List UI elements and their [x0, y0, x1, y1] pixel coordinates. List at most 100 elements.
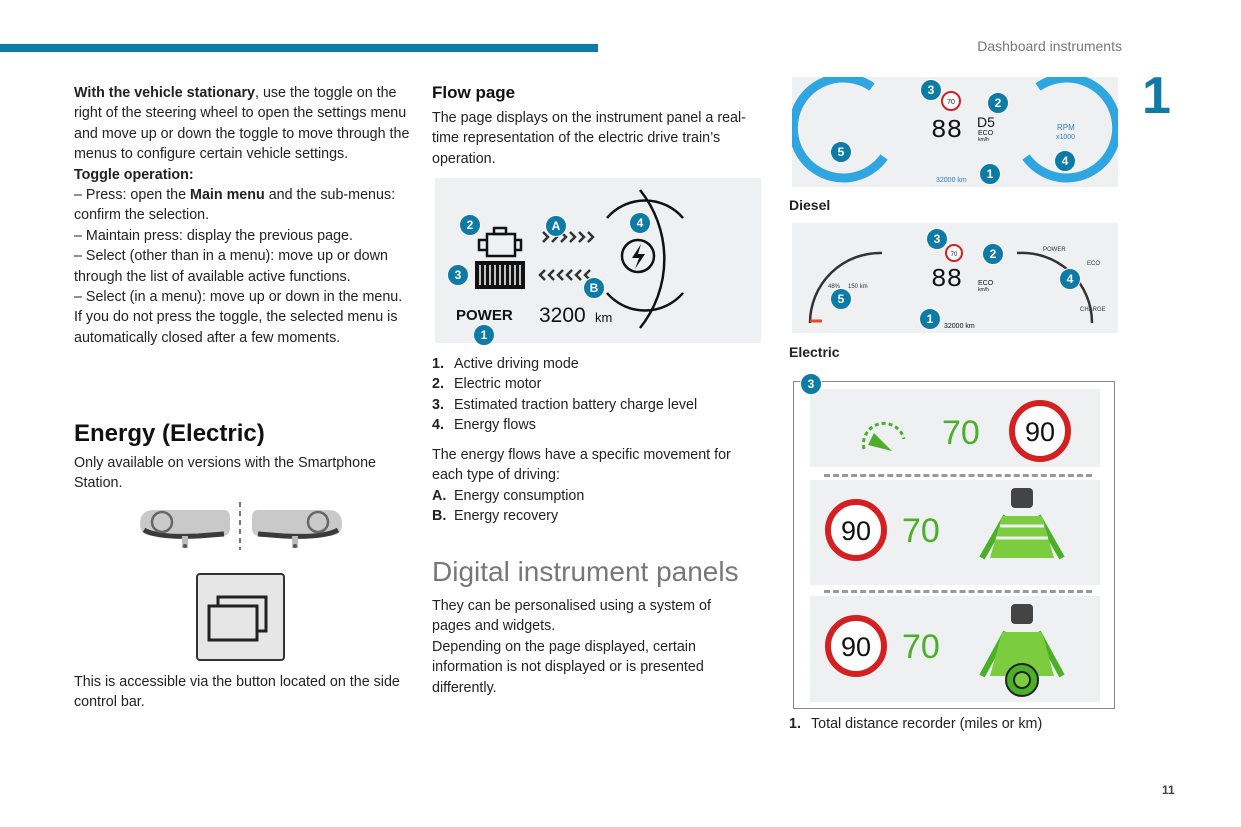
electric-eco-label: ECO — [978, 280, 994, 287]
widget-3-limit: 90 — [841, 632, 871, 662]
widgets-frame: 70 90 90 70 90 70 — [793, 373, 1115, 709]
widget-1-speed: 70 — [942, 414, 980, 452]
bullet-select-menu: – Select (in a menu): move up or down in… — [74, 289, 403, 306]
recovery-arrows-icon — [538, 269, 591, 281]
widget-lane-assist: 90 70 — [810, 480, 1100, 585]
bullet-press: – Press: open the Main menu and the sub-… — [74, 185, 414, 226]
rpm-unit: x1000 — [1056, 134, 1075, 141]
car-icon — [1011, 604, 1033, 624]
flow-diagram: POWER 3200 km 2 3 1 A B 4 — [435, 178, 761, 346]
digital-heading: Digital instrument panels — [432, 556, 739, 587]
callout-1: 1 — [979, 163, 1001, 185]
widget-1-limit: 90 — [1025, 417, 1055, 447]
toggle-title: Toggle operation: — [74, 165, 414, 185]
callout-3: 3 — [447, 264, 469, 286]
list-item: 1.Active driving mode — [432, 356, 579, 372]
callout-a: A — [545, 215, 567, 237]
callout-5: 5 — [830, 288, 852, 310]
page-number: 11 — [1162, 783, 1175, 797]
callout-2: 2 — [982, 243, 1004, 265]
diesel-kmh-label: km/h — [978, 137, 989, 143]
widget-2-speed: 70 — [902, 512, 940, 550]
widget-3-graphic: 90 70 — [825, 604, 1065, 697]
diesel-panel-graphic: 88 D5 ECO km/h 70 RPM x1000 32000 km — [788, 73, 1122, 184]
callout-3: 3 — [800, 373, 822, 395]
toggle-title-text: Toggle operation: — [74, 166, 194, 183]
accessible-text: This is accessible via the button locate… — [74, 674, 400, 711]
callout-4: 4 — [1054, 150, 1076, 172]
diesel-eco-label: ECO — [978, 130, 994, 137]
electric-motor-icon — [477, 226, 523, 258]
energy-heading: Energy (Electric) — [74, 420, 265, 447]
list-item: B.Energy recovery — [432, 508, 559, 525]
diesel-limit: 70 — [947, 99, 955, 106]
bullet-select-other: – Select (other than in a menu): move up… — [74, 248, 388, 285]
movement-paragraph: The energy flows have a specific movemen… — [432, 447, 731, 484]
callout-1: 1 — [473, 324, 495, 346]
digital-paragraph-1: They can be personalised using a system … — [432, 598, 711, 635]
movement-text: The energy flows have a specific movemen… — [432, 445, 757, 527]
callout-1: 1 — [919, 308, 941, 330]
diesel-label: Diesel — [789, 197, 831, 213]
flow-range-value: 3200 — [539, 304, 586, 327]
widget-speed-limit: 70 90 — [810, 389, 1100, 467]
energy-text: Only available on versions with the Smar… — [74, 455, 376, 492]
battery-range: 150 km — [848, 284, 868, 290]
electric-limit: 70 — [951, 252, 958, 258]
widget-2-graphic: 90 70 — [825, 488, 1065, 561]
car-icon — [1011, 488, 1033, 508]
flow-heading: Flow page — [432, 83, 516, 102]
chapter-number: 1 — [1142, 67, 1171, 125]
callout-4: 4 — [629, 212, 651, 234]
column-1: With the vehicle stationary, use the tog… — [74, 83, 414, 348]
eco-label: ECO — [1087, 261, 1100, 267]
windows-button-icon — [196, 573, 285, 661]
widget-2-limit: 90 — [841, 516, 871, 546]
intro-bold: With the vehicle stationary — [74, 85, 256, 101]
electric-kmh-label: km/h — [978, 287, 989, 293]
electric-label: Electric — [789, 344, 840, 360]
list-item: 1.Total distance recorder (miles or km) — [789, 716, 1043, 732]
electric-odometer: 32000 km — [944, 323, 975, 330]
rpm-label: RPM — [1057, 123, 1075, 132]
diesel-panel: 88 D5 ECO km/h 70 RPM x1000 32000 km 3 2… — [788, 73, 1122, 187]
widget-3-speed: 70 — [902, 628, 940, 666]
power-label: POWER — [1043, 247, 1066, 253]
list-item: A.Energy consumption — [432, 487, 585, 504]
digital-text: They can be personalised using a system … — [432, 596, 742, 698]
flow-diagram-graphic: POWER 3200 km — [456, 189, 684, 329]
flow-power-label: POWER — [456, 307, 513, 324]
diesel-gear: D5 — [977, 114, 995, 130]
flow-legend-list: 1.Active driving mode 2.Electric motor 3… — [432, 354, 762, 436]
section-title: Dashboard instruments — [977, 38, 1122, 54]
intro-paragraph: With the vehicle stationary, use the tog… — [74, 83, 414, 165]
col3-legend: 1.Total distance recorder (miles or km) — [789, 714, 1042, 734]
separator — [824, 590, 1092, 593]
callout-2: 2 — [459, 214, 481, 236]
header-accent-bar — [0, 44, 598, 52]
battery-icon — [475, 261, 525, 289]
widget-1-graphic: 70 90 — [861, 400, 1071, 462]
list-item: 4.Energy flows — [432, 417, 536, 434]
separator — [824, 474, 1092, 477]
diesel-odometer: 32000 km — [936, 177, 967, 184]
callout-3: 3 — [926, 228, 948, 250]
bullet-press-bold: Main menu — [190, 187, 265, 204]
callout-4: 4 — [1059, 268, 1081, 290]
intro-text: , use the toggle on the right of the ste… — [74, 85, 410, 163]
bullet-press-pre: – Press: open the — [74, 187, 191, 204]
charge-bolt-icon — [620, 238, 656, 274]
diesel-speed-digits: 88 — [931, 115, 962, 145]
list-item: 2.Electric motor — [432, 376, 542, 393]
bullet-maintain: – Maintain press: display the previous p… — [74, 227, 353, 244]
steering-wheel-illustration — [140, 502, 342, 550]
charge-label: CHARGE — [1080, 307, 1106, 313]
bullet-press-post: and the sub-menus: confirm the selection… — [74, 187, 396, 224]
callout-5: 5 — [830, 141, 852, 163]
callout-b: B — [583, 277, 605, 299]
electric-speed-digits: 88 — [931, 264, 962, 294]
closing-paragraph: If you do not press the toggle, the sele… — [74, 309, 398, 346]
flow-range-unit: km — [595, 310, 612, 325]
callout-2: 2 — [987, 92, 1009, 114]
digital-paragraph-2: Depending on the page displayed, certain… — [432, 638, 704, 696]
